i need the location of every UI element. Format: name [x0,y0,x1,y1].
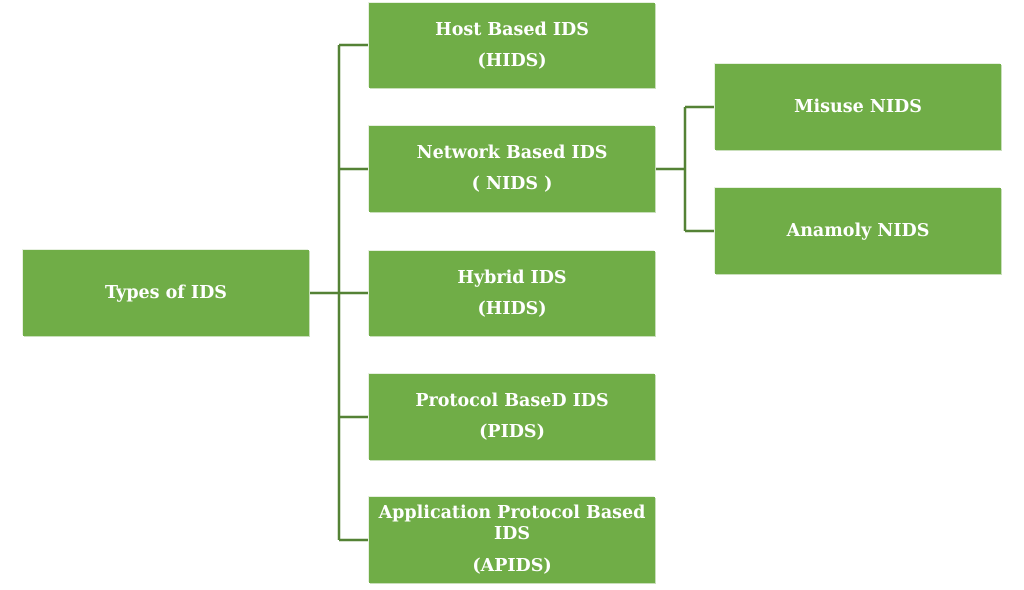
node-network-based-ids: Network Based IDS ( NIDS ) [369,126,655,212]
protocol-ids-title: Protocol BaseD IDS [415,391,609,412]
application-ids-title: Application Protocol Based [378,502,646,523]
node-misuse-nids: Misuse NIDS [715,64,1001,150]
application-ids-abbrev: (APIDS) [472,555,552,576]
host-ids-title: Host Based IDS [435,19,589,40]
node-anomaly-nids: Anamoly NIDS [715,188,1001,274]
protocol-ids-abbrev: (PIDS) [479,422,545,442]
network-ids-abbrev: ( NIDS ) [471,174,553,194]
root-label: Types of IDS [105,282,227,303]
hybrid-ids-title: Hybrid IDS [457,267,567,288]
misuse-nids-label: Misuse NIDS [794,96,922,117]
application-ids-title-cont: IDS [494,524,530,545]
node-host-based-ids: Host Based IDS (HIDS) [369,3,655,88]
anomaly-nids-label: Anamoly NIDS [786,220,930,241]
node-protocol-based-ids: Protocol BaseD IDS (PIDS) [369,374,655,460]
network-ids-title: Network Based IDS [416,143,608,164]
node-hybrid-ids: Hybrid IDS (HIDS) [369,251,655,336]
node-application-protocol-based-ids: Application Protocol Based IDS (APIDS) [369,497,655,583]
hybrid-ids-abbrev: (HIDS) [477,298,547,319]
root-node-types-of-ids: Types of IDS [23,250,309,336]
host-ids-abbrev: (HIDS) [477,50,547,71]
